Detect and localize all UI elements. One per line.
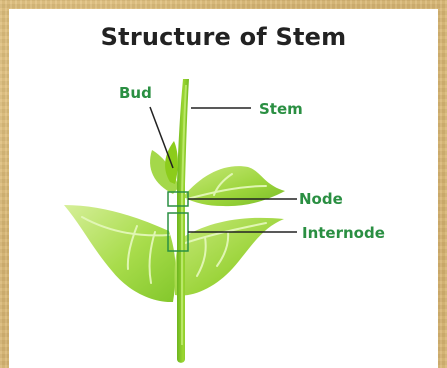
stem-label: Stem <box>259 100 303 118</box>
lower-right-leaf <box>175 218 284 296</box>
bud-label: Bud <box>119 84 152 102</box>
node-label: Node <box>299 190 343 208</box>
internode-label: Internode <box>302 224 385 242</box>
lower-left-leaf <box>64 205 176 302</box>
upper-right-leaf <box>183 166 285 206</box>
diagram-panel: Structure of Stem <box>9 9 438 368</box>
plant-illustration <box>64 79 285 363</box>
stem-diagram-svg: Bud Stem Node Internode <box>9 9 438 368</box>
